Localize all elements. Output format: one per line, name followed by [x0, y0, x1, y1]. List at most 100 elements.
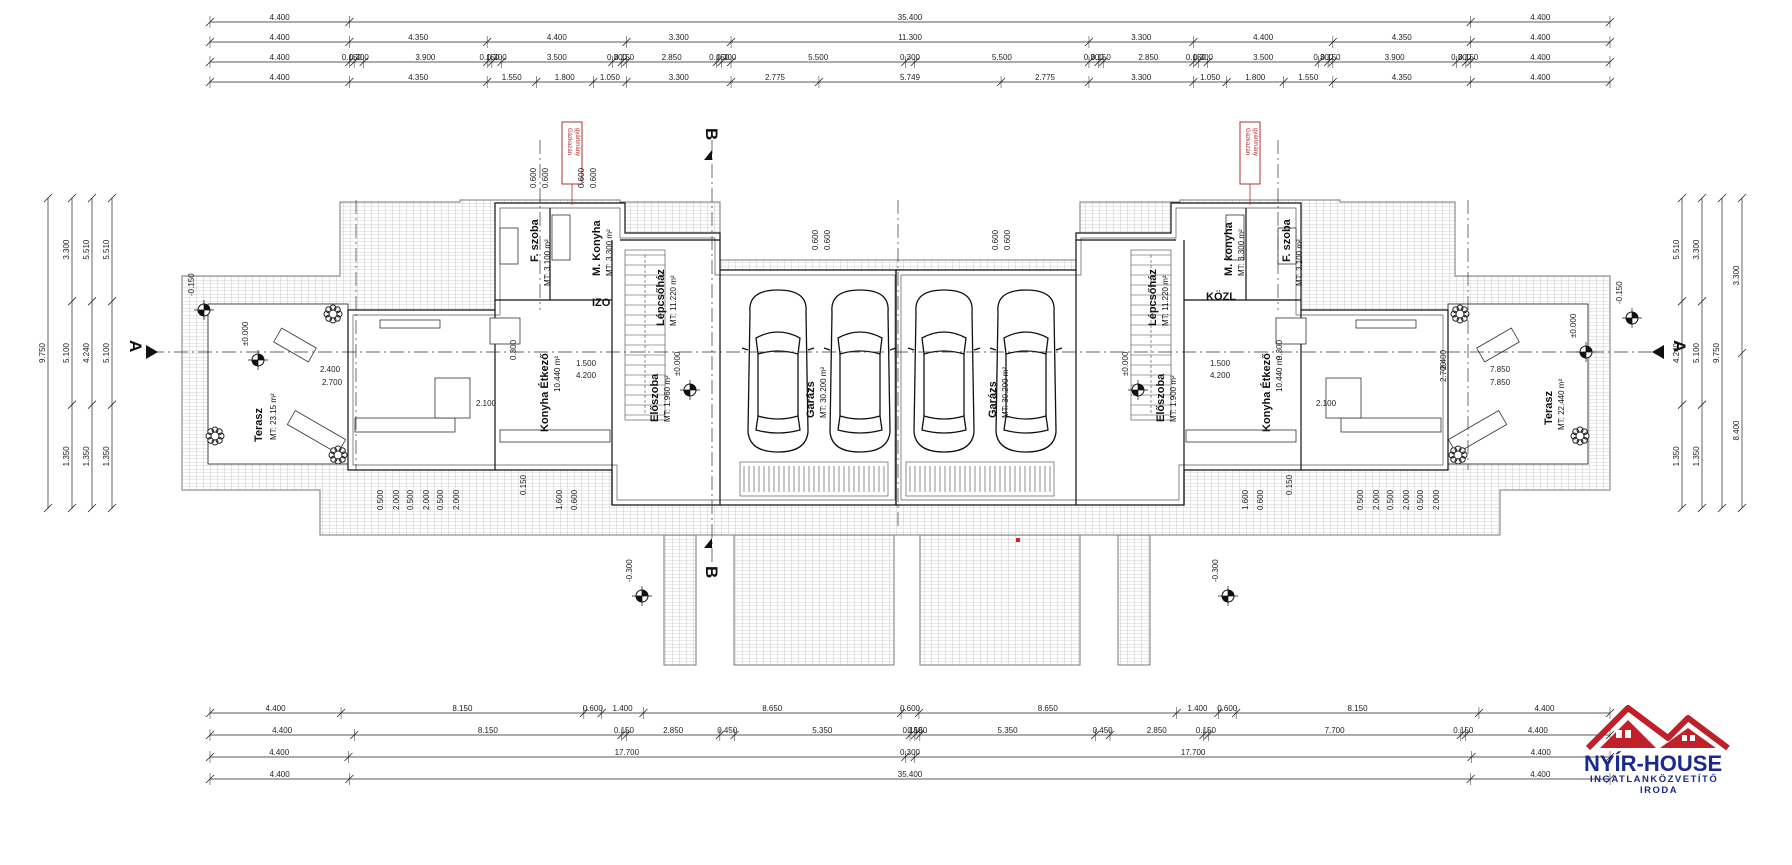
room-eloszoba-right-area: MT: 1.900 m² — [1169, 375, 1178, 422]
bottom-dim-label: 4.400 — [269, 748, 290, 757]
inner-dim-label: 1.600 — [555, 489, 564, 510]
inner-dim-label: 0.500 — [436, 489, 445, 510]
room-mkonyha-right: M. konyha — [1223, 221, 1235, 276]
side-dim-label: 1.350 — [62, 446, 71, 467]
top-dim-label: 0.300 — [349, 53, 370, 62]
level-label: -0.300 — [1211, 559, 1220, 582]
top-dim-label: 0.150 — [709, 53, 730, 62]
top-dim-label: 1.550 — [502, 73, 523, 82]
room-lepcsohaz-right-area: MT: 11.220 m² — [1161, 275, 1170, 326]
level-marker-icon: -0.150 — [1615, 281, 1642, 328]
side-dim-label: 1.350 — [82, 446, 91, 467]
top-dim-label: 1.800 — [555, 73, 576, 82]
inner-dim-label: 0.150 — [519, 474, 528, 495]
plant-icon — [205, 426, 225, 446]
bottom-dim-label: 2.850 — [1147, 726, 1168, 735]
level-markers: ±0.000±0.000-0.150-0.150-0.300-0.300±0.0… — [187, 273, 1642, 606]
top-dim-label: 0.300 — [1313, 53, 1334, 62]
inner-dim-label: 0.600 — [570, 489, 579, 510]
inner-dim-label: 0.500 — [1386, 489, 1395, 510]
top-dim-label: 4.400 — [270, 53, 291, 62]
top-dim-label: 3.300 — [1131, 73, 1152, 82]
car-topview — [823, 289, 897, 453]
top-dim-label: 2.775 — [1035, 73, 1056, 82]
level-label: -0.150 — [1615, 281, 1624, 304]
svg-text:B: B — [702, 128, 721, 140]
inner-dim-label: 2.400 — [320, 365, 341, 374]
top-dim-label: 0.300 — [1084, 53, 1105, 62]
room-terasz-left-area: MT: 23.15 m² — [269, 393, 278, 440]
bottom-dim-label: 0.450 — [717, 726, 738, 735]
top-dim-label: 3.500 — [547, 53, 568, 62]
bottom-dim-label: 1.400 — [613, 704, 634, 713]
level-label: ±0.000 — [241, 321, 250, 346]
side-dim-label: 5.100 — [1692, 342, 1701, 363]
inner-dim-label: 2.000 — [1432, 489, 1441, 510]
top-dim-label: 4.400 — [1253, 33, 1274, 42]
inner-dim-label: 0.600 — [1003, 229, 1012, 250]
side-dim-label: 1.350 — [1692, 446, 1701, 467]
stairs-left — [624, 249, 666, 421]
room-fszoba-left: F. szoba — [529, 218, 541, 262]
room-labels: Terasz MT: 23.15 m² Terasz MT: 22.440 m²… — [253, 218, 1566, 442]
side-dim-label: 5.100 — [62, 342, 71, 363]
inner-dim-label: 2.000 — [1402, 489, 1411, 510]
room-mkonyha-right-area: MT: 3.300 m² — [1237, 229, 1246, 276]
inner-dim-label: 2.000 — [422, 489, 431, 510]
inner-dim-label: 0.600 — [589, 167, 598, 188]
inner-dim-label: 2.700 — [322, 378, 343, 387]
logo-subtitle2: IRODA — [1640, 785, 1678, 796]
top-dim-label: 0.300 — [900, 53, 921, 62]
inner-dim-label: 0.600 — [1256, 489, 1265, 510]
top-dim-label: 3.900 — [415, 53, 436, 62]
inner-dim-label: 0.300 — [509, 339, 518, 360]
room-kozl: KÖZL — [1206, 290, 1236, 303]
room-fszoba-left-area: MT: 3.100 m² — [543, 239, 552, 286]
room-lepcsohaz-left: Lépcsőház — [655, 269, 667, 326]
inner-dim-label: 1.500 — [576, 359, 597, 368]
bottom-dim-label: 8.650 — [762, 704, 783, 713]
room-konyha-right-area: 10.440 m² — [1275, 356, 1284, 392]
logo-name: NYÍR-HOUSE — [1584, 751, 1722, 776]
top-dim-label: 0.150 — [1458, 53, 1479, 62]
bottom-dim-label: 0.600 — [1217, 704, 1238, 713]
svg-text:gyártmány: gyártmány — [1252, 128, 1258, 156]
room-terasz-right-area: MT: 22.440 m² — [1557, 379, 1566, 430]
room-terasz-right: Terasz — [1543, 390, 1555, 425]
top-dim-label: 1.550 — [1298, 73, 1319, 82]
bottom-dim-label: 4.400 — [1531, 748, 1552, 757]
plant-icon — [328, 445, 348, 465]
top-dim-label: 1.050 — [1200, 73, 1221, 82]
garage-cars — [741, 289, 1063, 453]
inner-dim-label: 2.100 — [476, 399, 497, 408]
bottom-dim-label: 0.300 — [900, 748, 921, 757]
top-dim-label: 4.400 — [270, 33, 291, 42]
level-marker-icon: -0.300 — [625, 559, 652, 606]
level-marker-icon: -0.300 — [1211, 559, 1238, 606]
inner-dim-label: 0.600 — [811, 229, 820, 250]
bottom-dim-label: 4.400 — [1534, 704, 1555, 713]
side-dim-label: 4.240 — [82, 342, 91, 363]
side-dim-label: 5.510 — [82, 239, 91, 260]
inner-dim-label: 2.400 — [1439, 349, 1448, 370]
bottom-dim-label: 8.150 — [478, 726, 499, 735]
side-dim-label: 4.240 — [1672, 342, 1681, 363]
bottom-dim-label: 8.150 — [452, 704, 473, 713]
room-fszoba-right: F. szoba — [1281, 218, 1293, 262]
top-dim-label: 5.500 — [992, 53, 1013, 62]
top-dim-label: 2.850 — [1138, 53, 1159, 62]
top-dim-label: 4.400 — [1530, 33, 1551, 42]
bottom-dim-label: 4.400 — [272, 726, 293, 735]
room-mkonyha-left-area: MT: 3.300 m² — [605, 229, 614, 276]
svg-text:Gázkazán: Gázkazán — [1244, 128, 1250, 155]
level-marker-icon: ±0.000 — [1121, 351, 1148, 400]
top-dim-label: 3.900 — [1385, 53, 1406, 62]
bottom-dim-label: 0.150 — [1453, 726, 1474, 735]
top-dim-label: 35.400 — [898, 13, 923, 22]
top-dim-label: 3.500 — [1253, 53, 1274, 62]
inner-dim-label: 0.500 — [1356, 489, 1365, 510]
side-dim-label: 3.300 — [1732, 265, 1741, 286]
plant-icon — [323, 304, 343, 324]
